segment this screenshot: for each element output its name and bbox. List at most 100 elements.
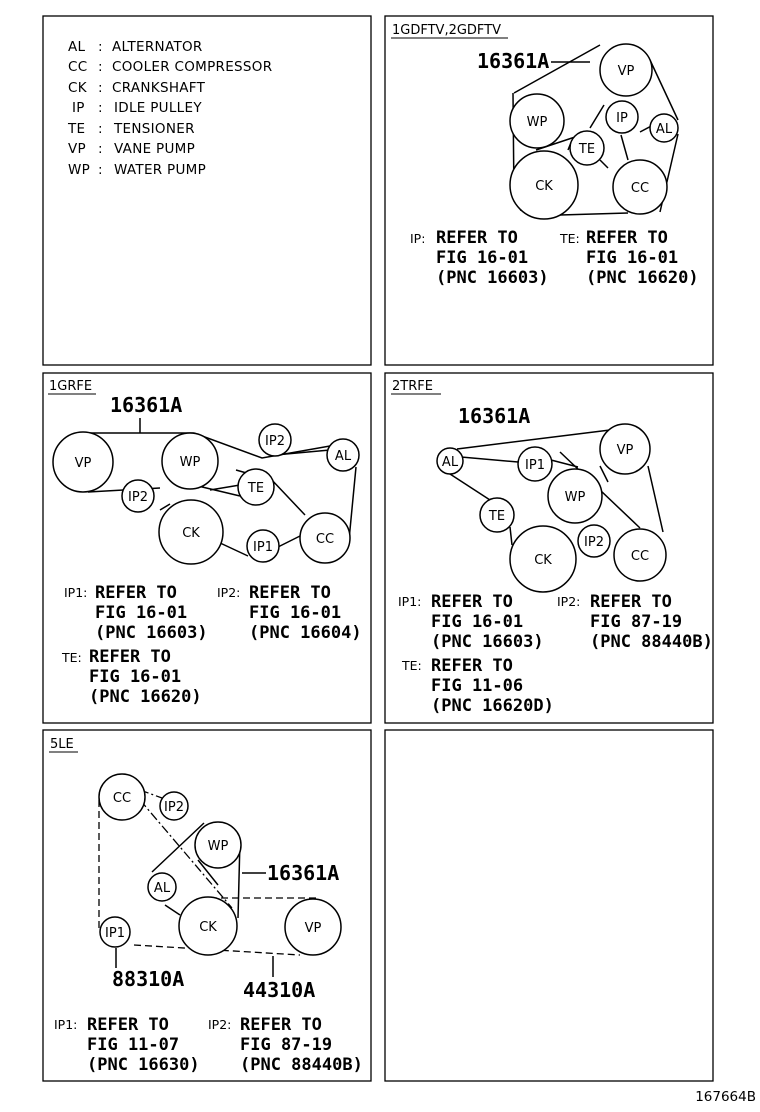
legend-sep: :	[98, 121, 103, 137]
pulley-label: TE	[488, 509, 505, 524]
legend-sep: :	[98, 59, 103, 75]
cc-pulley	[612, 159, 668, 215]
pulley-label: CC	[631, 549, 649, 564]
ip1-pulley	[99, 916, 131, 948]
legend-name: COOLER COMPRESSOR	[112, 59, 272, 75]
reference-label: IP1:	[398, 594, 421, 609]
panel-1grfe-frame	[42, 372, 372, 724]
panel-title: 2TRFE	[392, 379, 433, 394]
cc-pulley	[98, 773, 146, 821]
reference-ip2: IP2: REFER TO FIG 87-19 (PNC 88440B)	[557, 592, 713, 652]
wp-pulley	[509, 93, 565, 149]
part-number: 16361A	[458, 404, 530, 428]
cc-pulley	[613, 528, 667, 582]
pulley-label: IP	[616, 111, 628, 126]
pulley-label: AL	[335, 449, 352, 464]
reference-line: REFER TO	[240, 1015, 322, 1035]
pulley-label: CC	[316, 532, 334, 547]
reference-line: FIG 87-19	[240, 1035, 332, 1055]
figure-id: 167664B	[695, 1089, 756, 1105]
legend-name: WATER PUMP	[114, 162, 206, 178]
legend-code: IP	[72, 100, 85, 116]
wp-pulley	[161, 432, 219, 490]
pulley-label: WP	[565, 490, 586, 505]
pulley-label: WP	[208, 839, 229, 854]
legend-name: ALTERNATOR	[112, 39, 203, 55]
legend-row: TE : TENSIONER	[67, 121, 195, 137]
reference-label: IP2:	[217, 585, 240, 600]
empty-panel-frame	[384, 729, 714, 1082]
cc-pulley	[299, 512, 351, 564]
legend-code: WP	[68, 162, 90, 178]
reference-line: FIG 16-01	[436, 248, 528, 268]
ip2-lower-pulley	[121, 479, 155, 513]
reference-label: IP:	[410, 231, 425, 246]
pulley-label: IP1	[525, 458, 545, 473]
al-pulley	[649, 113, 679, 143]
reference-ip: IP: REFER TO FIG 16-01 (PNC 16603)	[410, 228, 549, 288]
pulley-label: WP	[180, 455, 201, 470]
reference-line: (PNC 16620)	[89, 687, 202, 707]
ip2-pulley	[159, 791, 189, 821]
reference-line: (PNC 16603)	[431, 632, 544, 652]
reference-te: TE: REFER TO FIG 16-01 (PNC 16620)	[61, 647, 202, 707]
reference-label: IP1:	[64, 585, 87, 600]
pulley-label: TE	[247, 481, 264, 496]
reference-line: FIG 11-06	[431, 676, 523, 696]
legend-row: CC : COOLER COMPRESSOR	[68, 59, 272, 75]
reference-line: REFER TO	[431, 656, 513, 676]
pulley-label: VP	[618, 64, 635, 79]
reference-line: FIG 16-01	[431, 612, 523, 632]
reference-label: TE:	[401, 658, 422, 673]
reference-line: FIG 16-01	[89, 667, 181, 687]
reference-ip1: IP1: REFER TO FIG 16-01 (PNC 16603)	[64, 583, 208, 643]
reference-line: FIG 16-01	[249, 603, 341, 623]
vp-pulley	[52, 431, 114, 493]
ip1-pulley	[517, 446, 553, 482]
drive-belt	[449, 429, 664, 546]
reference-line: FIG 16-01	[586, 248, 678, 268]
ck-pulley	[178, 896, 238, 956]
legend-panel-frame	[42, 15, 372, 366]
legend-code: TE	[67, 121, 85, 137]
pulley-label: AL	[656, 122, 673, 137]
vp-pulley	[599, 43, 653, 97]
pulley-label: IP1	[253, 540, 273, 555]
pulley-label: IP1	[105, 926, 125, 941]
ck-pulley	[509, 150, 579, 220]
pulley-label: VP	[75, 456, 92, 471]
reference-te: TE: REFER TO FIG 11-06 (PNC 16620D)	[401, 656, 554, 716]
reference-line: REFER TO	[89, 647, 171, 667]
legend-name: TENSIONER	[113, 121, 195, 137]
legend-sep: :	[98, 100, 103, 116]
reference-label: IP1:	[54, 1017, 77, 1032]
reference-line: REFER TO	[95, 583, 177, 603]
pulley-label: CK	[535, 179, 553, 194]
panel-1gdftv: 1GDFTV,2GDFTV 16361A VP WP IP AL TE CK C…	[391, 23, 699, 288]
vp-pulley	[599, 423, 651, 475]
pulley-label: CK	[182, 526, 200, 541]
te-pulley	[479, 497, 515, 533]
al-pulley	[147, 872, 177, 902]
reference-line: REFER TO	[431, 592, 513, 612]
legend-row: CK : CRANKSHAFT	[68, 80, 205, 96]
pulley-label: IP2	[584, 535, 604, 550]
pulley-label: IP2	[265, 434, 285, 449]
legend-code: AL	[68, 39, 86, 55]
legend-sep: :	[98, 80, 103, 96]
legend-row: AL : ALTERNATOR	[68, 39, 203, 55]
reference-line: REFER TO	[590, 592, 672, 612]
te-pulley	[237, 468, 275, 506]
pulley-label: IP2	[164, 800, 184, 815]
part-number: 16361A	[477, 49, 549, 73]
reference-line: (PNC 88440B)	[240, 1055, 363, 1075]
al-pulley	[436, 447, 464, 475]
pulley-label: CC	[631, 181, 649, 196]
wp-pulley	[194, 821, 242, 869]
legend-sep: :	[98, 39, 103, 55]
pulley-label: CK	[534, 553, 552, 568]
reference-line: REFER TO	[87, 1015, 169, 1035]
pulley-label: AL	[154, 881, 171, 896]
legend-row: VP : VANE PUMP	[68, 141, 195, 157]
